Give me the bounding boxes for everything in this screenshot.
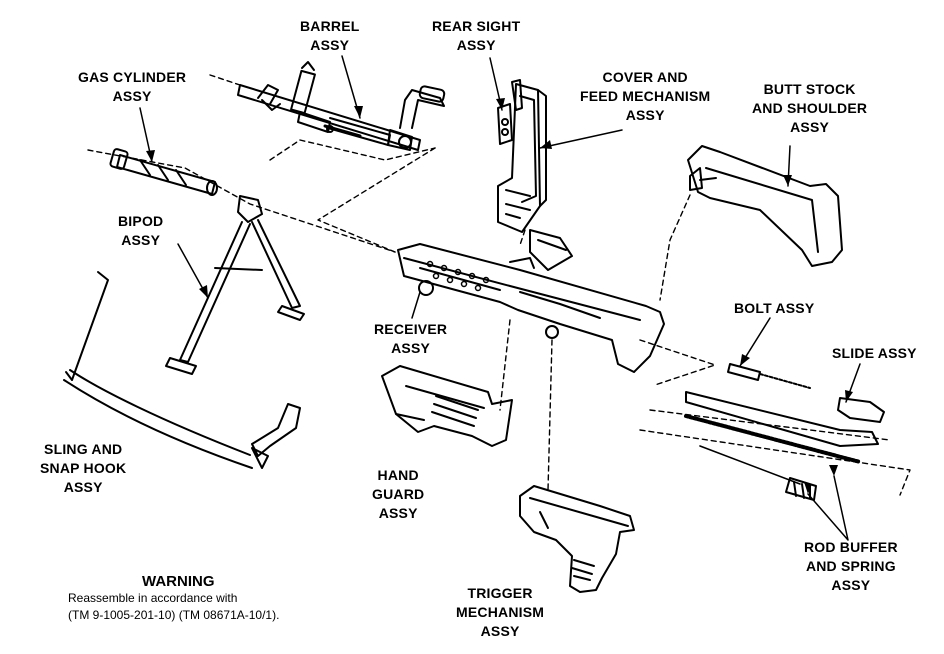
hand-guard-label-line-3: ASSY (378, 505, 418, 521)
butt-stock-assy-label: BUTT STOCK AND SHOULDER ASSY (752, 80, 867, 137)
bipod-assy-label: BIPOD ASSY (118, 212, 163, 250)
rod-buffer-label-line-3: ASSY (831, 577, 871, 593)
receiver-holes (426, 260, 490, 292)
bipod-label-line-2: ASSY (121, 232, 161, 248)
cover-feed-label-line-3: ASSY (625, 107, 665, 123)
rear-sight-label-line-1: REAR SIGHT (432, 18, 521, 34)
sling-label-line-2: SNAP HOOK (40, 460, 127, 476)
warning-line-2: (TM 9-1005-201-10) (TM 08671A-10/1). (68, 608, 280, 622)
rod-buffer-label-line-1: ROD BUFFER (804, 539, 898, 555)
hand-guard-label-line-2: GUARD (372, 486, 425, 502)
rear-sight-label-line-2: ASSY (456, 37, 496, 53)
sling-assy-label: SLING AND SNAP HOOK ASSY (40, 440, 126, 497)
receiver-assy-label: RECEIVER ASSY (374, 320, 447, 358)
warning-line-1: Reassemble in accordance with (68, 591, 238, 605)
bolt-label-line-1: BOLT ASSY (734, 300, 815, 316)
leader-arrowheads (146, 98, 853, 494)
receiver-label-line-2: ASSY (391, 340, 431, 356)
cover-feed-assy-label: COVER AND FEED MECHANISM ASSY (580, 68, 710, 125)
bipod-label-line-1: BIPOD (118, 213, 164, 229)
receiver-drawing (397, 243, 665, 373)
slide-drawing (685, 391, 885, 447)
warning-title: WARNING (142, 573, 215, 590)
sling-label-line-1: SLING AND (44, 441, 123, 457)
butt-stock-drawing (687, 145, 843, 267)
gas-cylinder-label-line-2: ASSY (112, 88, 152, 104)
gas-cylinder-assy-label: GAS CYLINDER ASSY (78, 68, 186, 106)
barrel-label-line-1: BARREL (300, 18, 360, 34)
bolt-assy-label: BOLT ASSY (734, 299, 814, 318)
warning-block: WARNING Reassemble in accordance with (T… (68, 573, 279, 624)
hand-guard-assy-label: HAND GUARD ASSY (372, 466, 424, 523)
bipod-drawing (165, 195, 305, 375)
trigger-assy-label: TRIGGER MECHANISM ASSY (456, 584, 544, 641)
trigger-label-line-1: TRIGGER (467, 585, 533, 601)
cover-feed-drawing (497, 83, 573, 271)
slide-assy-label: SLIDE ASSY (832, 344, 917, 363)
rear-sight-assy-label: REAR SIGHT ASSY (432, 17, 520, 55)
trigger-mechanism-drawing (519, 485, 635, 593)
barrel-assy-drawing (237, 61, 446, 151)
hand-guard-label-line-1: HAND (377, 467, 419, 483)
rod-buffer-assy-label: ROD BUFFER AND SPRING ASSY (804, 538, 898, 595)
receiver-label-line-1: RECEIVER (374, 321, 448, 337)
barrel-label-line-2: ASSY (310, 37, 350, 53)
butt-stock-label-line-2: AND SHOULDER (752, 100, 868, 116)
gas-cylinder-label-line-1: GAS CYLINDER (78, 69, 187, 85)
barrel-assy-label: BARREL ASSY (300, 17, 360, 55)
trigger-label-line-2: MECHANISM (456, 604, 545, 620)
rod-buffer-label-line-2: AND SPRING (805, 558, 896, 574)
hand-guard-drawing (381, 365, 513, 447)
sling-label-line-3: ASSY (63, 479, 103, 495)
rear-sight-drawing (497, 79, 523, 145)
bolt-drawing (727, 363, 811, 389)
butt-stock-label-line-1: BUTT STOCK (763, 81, 856, 97)
gas-cylinder-drawing (109, 148, 218, 196)
cover-feed-label-line-1: COVER AND (602, 69, 688, 85)
sling-drawing (63, 271, 301, 469)
trigger-label-line-3: ASSY (480, 623, 520, 639)
butt-stock-label-line-3: ASSY (790, 119, 830, 135)
slide-label-line-1: SLIDE ASSY (832, 345, 917, 361)
cover-feed-label-line-2: FEED MECHANISM (580, 88, 711, 104)
